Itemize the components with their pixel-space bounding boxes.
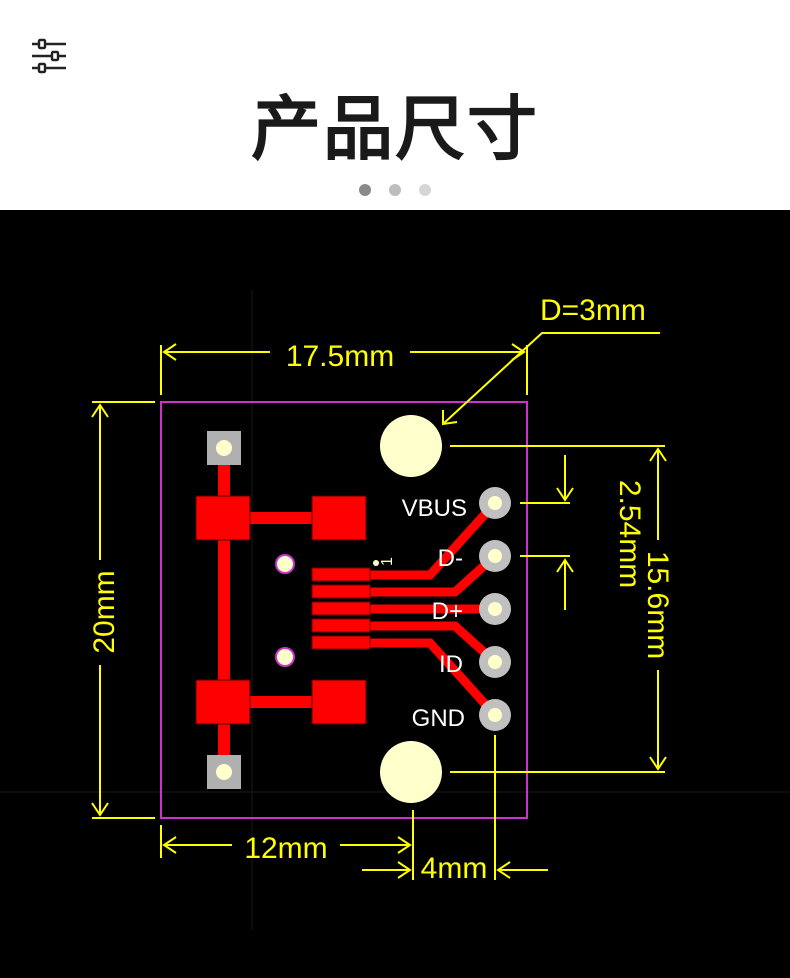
pin1-dot [373,560,379,566]
pcb-drawing: VBUS D- D+ ID GND 1 [0,290,790,930]
dim-width: 17.5mm [286,340,394,373]
header: 产品尺寸 [0,0,790,210]
dim-inner-length: 12mm [244,832,327,865]
pin-pads [479,487,511,731]
pin-label-id: ID [439,651,463,678]
square-pads [207,431,241,789]
pagination-dot-2[interactable] [389,184,401,196]
dim-hole-diameter: D=3mm [540,294,646,327]
pin1-marker: 1 [379,557,396,566]
dimension-arrows [91,343,667,879]
carousel-pagination [0,184,790,198]
pin-label-vbus: VBUS [402,495,467,522]
pin-label-dplus: D+ [432,598,463,625]
pin-label-dminus: D- [438,545,463,572]
sliders-icon [32,38,66,74]
dim-hole-spacing: 15.6mm [641,551,674,659]
mounting-holes [380,415,442,803]
shell-pads [195,495,367,725]
pagination-dot-1[interactable] [359,184,371,196]
signal-traces [365,498,500,720]
page-title: 产品尺寸 [251,88,539,170]
signal-pads [311,567,371,650]
board-outline [160,401,528,819]
dim-pitch: 2.54mm [613,480,646,588]
copper-traces [218,460,312,764]
dimension-diagram: VBUS D- D+ ID GND 1 [0,210,790,978]
dim-pin-offset: 4mm [421,852,488,885]
dim-height: 20mm [88,570,121,653]
menu-button[interactable] [30,38,68,74]
dimension-lines [92,332,665,880]
pin-label-gnd: GND [412,705,465,732]
pagination-dot-3[interactable] [419,184,431,196]
locating-holes [275,554,295,667]
